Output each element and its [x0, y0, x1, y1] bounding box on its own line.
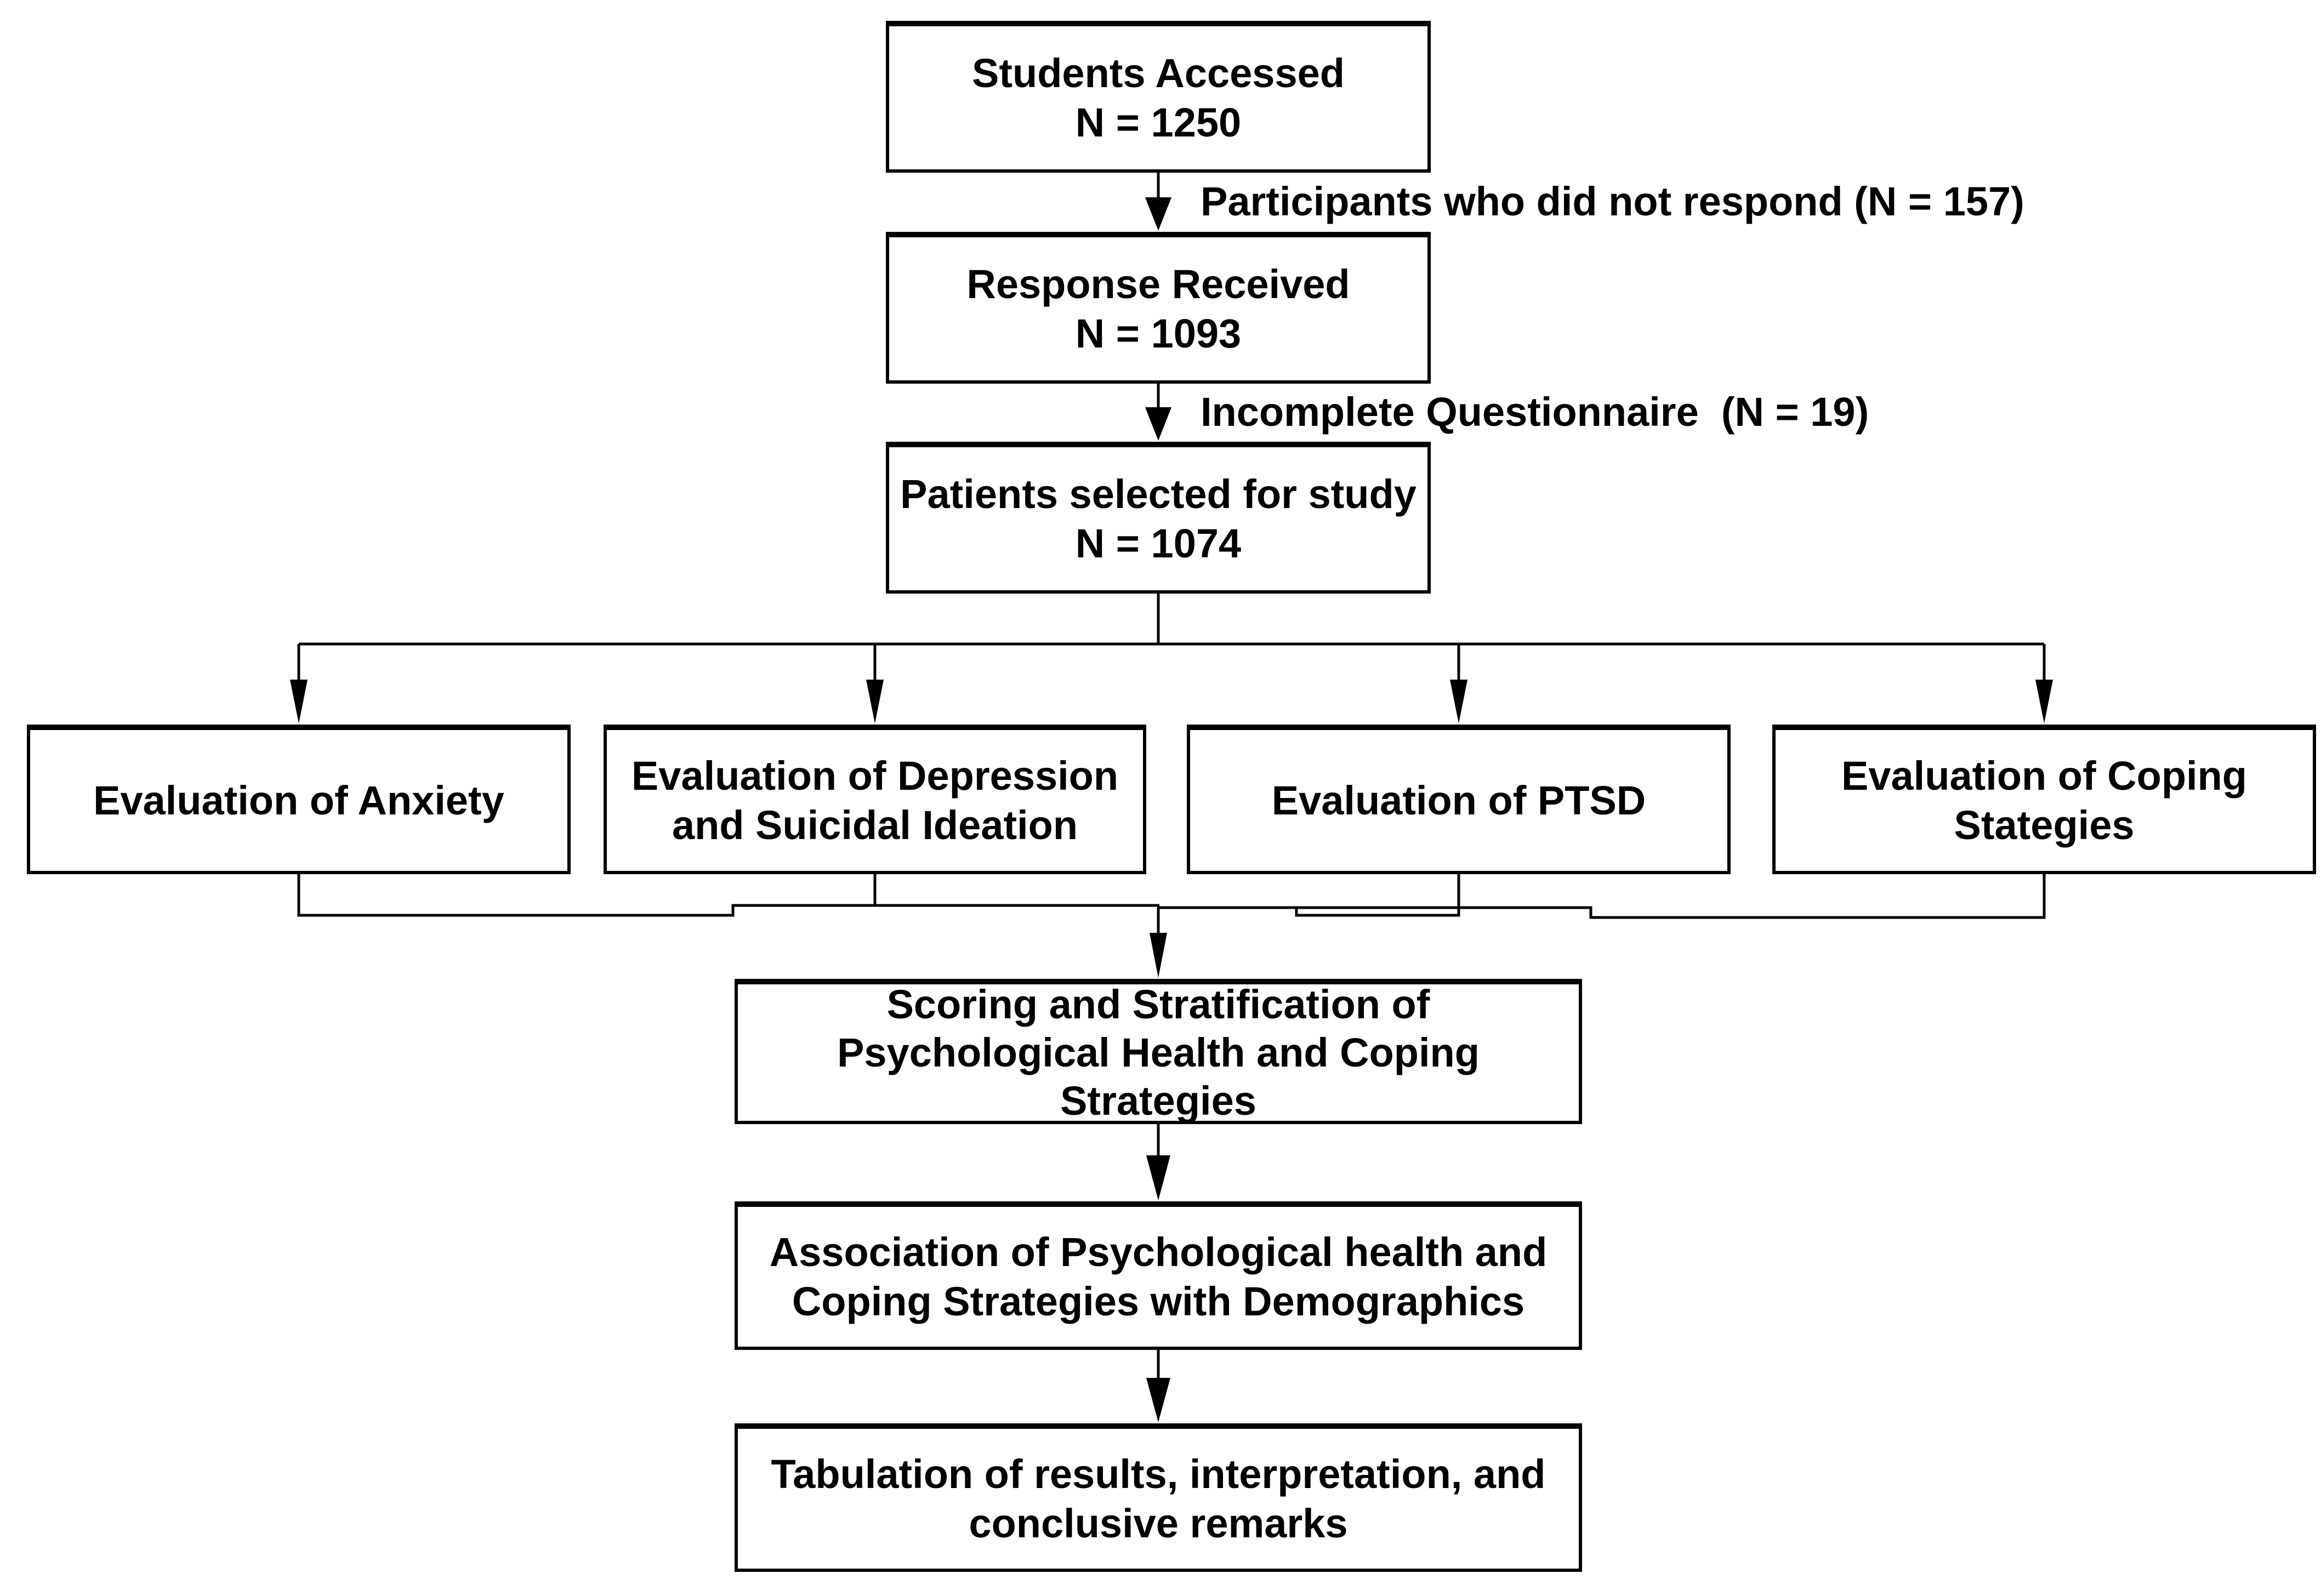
node-tabulation-results-label: Tabulation of results, interpretation, a…: [771, 1451, 1546, 1546]
node-eval-depression: Evaluation of Depression and Suicidal Id…: [604, 725, 1146, 874]
branch-patients-to-evaluations: [290, 594, 2053, 723]
node-eval-coping-label: Evaluation of Coping Stategies: [1841, 753, 2247, 848]
node-eval-ptsd-label: Evaluation of PTSD: [1271, 777, 1646, 823]
node-tabulation-results: Tabulation of results, interpretation, a…: [735, 1423, 1582, 1572]
arrow-association-to-tabulation: [1146, 1350, 1170, 1422]
node-eval-anxiety: Evaluation of Anxiety: [27, 725, 571, 874]
edge-label-incomplete-questionnaire-text: Incomplete Questionnaire (N = 19): [1201, 389, 1869, 435]
arrow-response-to-patients: [1145, 384, 1171, 441]
node-scoring-stratification: Scoring and Stratification of Psychologi…: [735, 979, 1582, 1124]
node-patients-selected-label: Patients selected for study N = 1074: [900, 471, 1417, 566]
node-students-accessed: Students Accessed N = 1250: [886, 21, 1431, 173]
node-association-demographics: Association of Psychological health and …: [735, 1201, 1582, 1350]
node-patients-selected: Patients selected for study N = 1074: [886, 442, 1431, 594]
node-eval-coping: Evaluation of Coping Stategies: [1772, 725, 2316, 874]
node-eval-depression-label: Evaluation of Depression and Suicidal Id…: [631, 753, 1119, 848]
edge-label-incomplete-questionnaire: Incomplete Questionnaire (N = 19): [1201, 384, 1869, 441]
node-students-accessed-label: Students Accessed N = 1250: [972, 50, 1345, 145]
edge-label-no-response: Participants who did not respond (N = 15…: [1201, 173, 2024, 231]
edge-label-no-response-text: Participants who did not respond (N = 15…: [1201, 179, 2024, 224]
merge-evaluations-to-scoring: [297, 874, 2046, 978]
node-response-received: Response Received N = 1093: [886, 232, 1431, 384]
node-eval-ptsd: Evaluation of PTSD: [1187, 725, 1731, 874]
arrow-students-to-response: [1145, 173, 1171, 231]
node-eval-anxiety-label: Evaluation of Anxiety: [93, 777, 504, 823]
arrow-scoring-to-association: [1146, 1124, 1170, 1200]
node-response-received-label: Response Received N = 1093: [966, 261, 1350, 356]
node-scoring-stratification-label: Scoring and Stratification of Psychologi…: [837, 981, 1480, 1124]
node-association-demographics-label: Association of Psychological health and …: [769, 1229, 1548, 1324]
